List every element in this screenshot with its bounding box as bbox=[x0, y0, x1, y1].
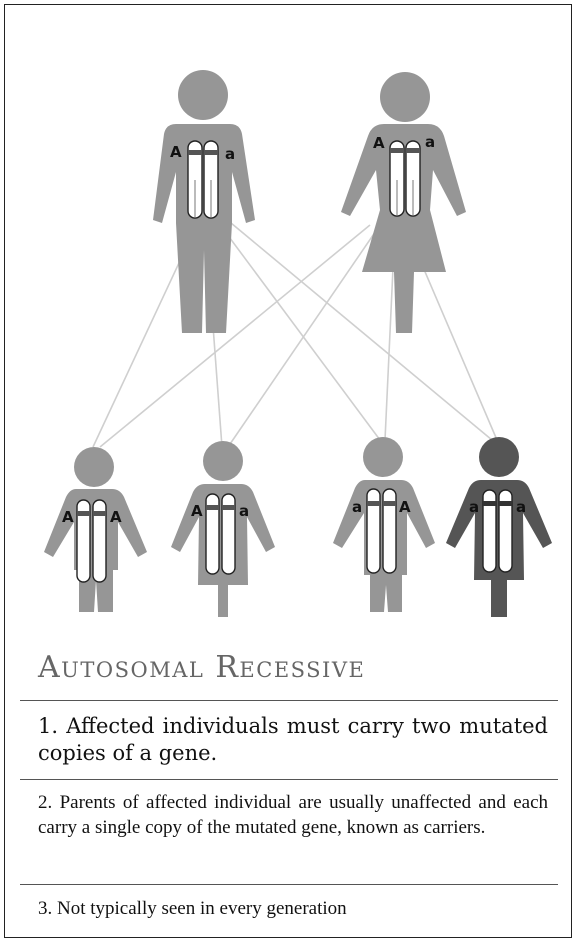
mother-figure: A a bbox=[341, 72, 466, 333]
father-allele-left: A bbox=[170, 143, 182, 161]
child2-figure: A a bbox=[171, 441, 275, 617]
child3-allele-right: A bbox=[399, 498, 411, 516]
child2-allele-left: A bbox=[191, 502, 203, 520]
note-1: 1. Affected individuals must carry two m… bbox=[38, 714, 548, 765]
mother-allele-right: a bbox=[425, 133, 435, 151]
line-father-child3 bbox=[214, 217, 381, 441]
child1-allele-right: A bbox=[110, 508, 122, 526]
child4-allele-left: a bbox=[469, 498, 479, 516]
divider bbox=[20, 884, 558, 885]
diagram-title: Autosomal Recessive bbox=[38, 650, 366, 685]
note-2: 2. Parents of affected individual are us… bbox=[38, 792, 548, 838]
line-father-child4 bbox=[224, 217, 493, 441]
father-allele-right: a bbox=[225, 145, 235, 163]
child1-figure: A A bbox=[44, 447, 147, 612]
child3-allele-left: a bbox=[352, 498, 362, 516]
child2-allele-right: a bbox=[239, 502, 249, 520]
note-3: 3. Not typically seen in every generatio… bbox=[38, 898, 347, 919]
child4-figure-affected: a a bbox=[446, 437, 552, 617]
child1-allele-left: A bbox=[62, 508, 74, 526]
inheritance-diagram: A a A a A A A a bbox=[44, 70, 552, 617]
father-figure: A a bbox=[153, 70, 255, 333]
child4-allele-right: a bbox=[516, 498, 526, 516]
divider bbox=[20, 700, 558, 701]
line-mother-child1 bbox=[99, 224, 371, 448]
divider bbox=[20, 779, 558, 780]
child3-figure: a A bbox=[333, 437, 435, 612]
line-mother-child2 bbox=[227, 224, 381, 448]
mother-allele-left: A bbox=[373, 134, 385, 152]
